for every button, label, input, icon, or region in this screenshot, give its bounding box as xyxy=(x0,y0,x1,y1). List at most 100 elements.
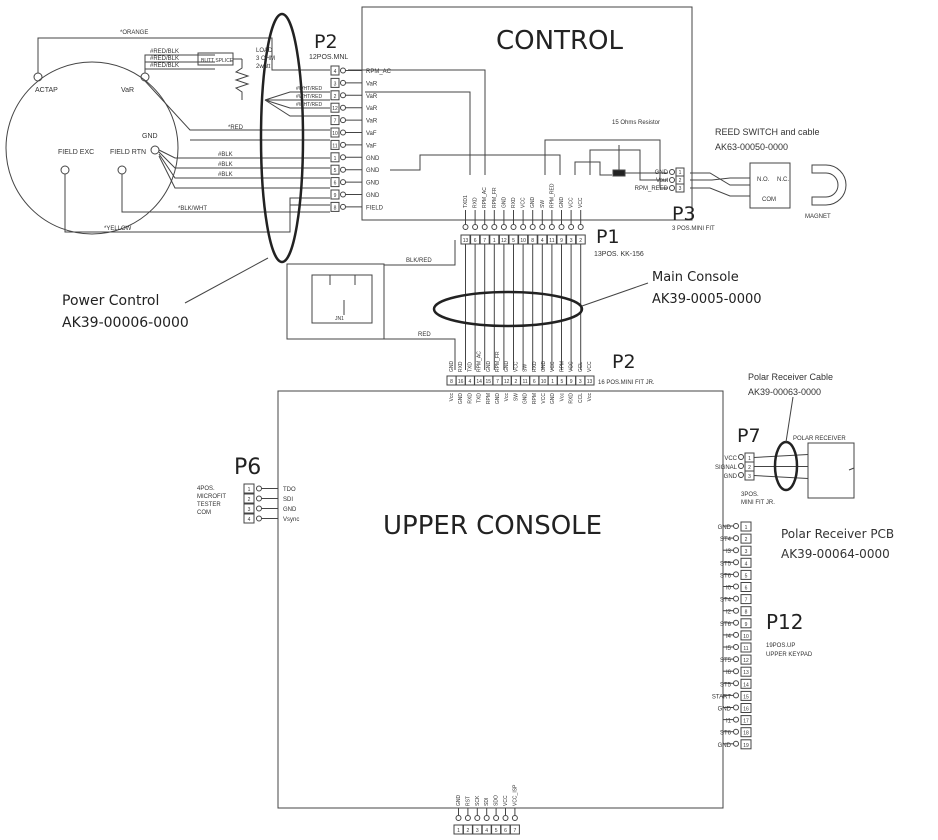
p3-desc: 3 POS.MINI FIT xyxy=(672,226,715,232)
upper-console-title: UPPER CONSOLE xyxy=(383,511,602,541)
relay-jn: JN1 xyxy=(335,316,344,322)
p12-pin-socket xyxy=(733,728,739,735)
p2-power-pin xyxy=(330,127,340,138)
p2-power-pin-label: GND xyxy=(366,168,380,174)
p12-pin-label: I3 xyxy=(726,549,732,555)
polar-pcb-line2: AK39-00064-0000 xyxy=(781,547,890,561)
p1-pin-num: 9 xyxy=(560,238,563,244)
wire-wht-red-3 xyxy=(264,99,330,109)
bottom-conn-pin-num: 1 xyxy=(457,828,460,834)
p3-pin-num: 1 xyxy=(679,170,682,176)
p2-power-pin xyxy=(330,189,340,200)
motor-gnd: GND xyxy=(142,133,158,140)
polar-receiver-tick xyxy=(848,467,855,471)
p2-console-pin-num: 7 xyxy=(496,379,499,385)
p6-desc-2: MICROFIT xyxy=(197,494,226,500)
wire-red xyxy=(144,80,330,131)
relay-wire-red xyxy=(384,338,456,370)
p1-pin-num: 8 xyxy=(531,238,534,244)
bottom-conn-label: SDI xyxy=(484,798,490,806)
p2-power-pin-socket xyxy=(340,92,346,99)
p1-pin-num: 4 xyxy=(541,238,544,244)
bottom-conn-socket xyxy=(455,815,462,821)
p12-pin-socket xyxy=(733,595,739,602)
power-control-ellipse xyxy=(259,12,305,264)
magnet-label: MAGNET xyxy=(805,214,831,220)
p2-console-pin-top: CCL xyxy=(578,362,584,372)
p2-console-pin-top: GND xyxy=(541,361,547,373)
p12-pin-num: 4 xyxy=(745,561,748,567)
polar-cable-line1: Polar Receiver Cable xyxy=(748,372,833,382)
p1-pin-signal: TXD1 xyxy=(463,195,469,208)
p12-name: P12 xyxy=(766,610,804,634)
p2-console-pin-top: VCC xyxy=(550,361,556,372)
p12-pin-label: ST5 xyxy=(720,561,732,567)
p2-console-pin-bottom: TXD xyxy=(477,393,483,403)
p2-power-pin-socket xyxy=(340,191,346,198)
main-console-line2: AK39-0005-0000 xyxy=(652,292,762,307)
power-control-line1: Power Control xyxy=(62,293,159,309)
bottom-conn-pin-num: 2 xyxy=(467,828,470,834)
p2-power-pin xyxy=(330,139,340,150)
ctrl-wire-gnd2 xyxy=(589,149,668,181)
p2-console-pin-num: 10 xyxy=(541,379,547,385)
p1-pin-socket xyxy=(577,224,584,230)
p12-pin xyxy=(740,533,752,544)
p2-power-pin-num: 11 xyxy=(332,143,337,149)
p1-pin-socket xyxy=(548,224,555,230)
wire-blk-2 xyxy=(158,151,330,169)
p2-power-pin-num: 1 xyxy=(334,156,337,162)
bottom-conn-pin-num: 4 xyxy=(485,828,488,834)
p2-console-pin-top: RXD xyxy=(458,361,464,372)
polar-receiver-box xyxy=(807,442,855,499)
p12-pin-socket xyxy=(733,607,739,614)
p2-console-pin-num: 13 xyxy=(587,379,593,385)
p12-pin-socket xyxy=(733,692,739,699)
wire-label-red-blk-2: #RED/BLK xyxy=(150,56,179,62)
p12-pin-label: ST6 xyxy=(720,573,732,579)
bottom-conn-label: SDO xyxy=(494,795,500,806)
p3-pin-label: RPM_REED xyxy=(635,186,669,192)
p2-power-pin xyxy=(330,102,340,113)
load-label-2: 3 OHM xyxy=(256,56,275,62)
p12-pin-label: I5 xyxy=(726,646,732,652)
main-console-line1: Main Console xyxy=(652,270,739,285)
p7-desc-1: 3POS. xyxy=(741,492,759,498)
p2-power-pin-label: VaR xyxy=(366,81,378,87)
p2-console-pin-top: RPM_FR xyxy=(495,351,501,372)
bottom-conn-label: GND xyxy=(456,795,462,807)
p7-pin-num: 1 xyxy=(748,456,751,462)
p12-pin-socket xyxy=(733,619,739,626)
p7-cable-wire xyxy=(753,475,809,479)
p12-pin-socket xyxy=(733,680,739,687)
p12-pin xyxy=(740,557,752,568)
p12-pin-socket xyxy=(733,523,739,529)
p12-pin-socket xyxy=(733,547,739,554)
p12-pin xyxy=(740,703,752,713)
wire-label-orange: *ORANGE xyxy=(120,30,148,36)
p6-pin xyxy=(243,493,255,504)
bottom-conn-pin-num: 7 xyxy=(514,828,517,834)
p2-console-pin-num: 11 xyxy=(522,379,527,385)
p1-pin-socket xyxy=(481,224,488,230)
p2-console-pin-bottom: GND xyxy=(550,393,556,405)
p12-pin-socket xyxy=(733,740,739,747)
ctrl-wire-var xyxy=(365,91,471,175)
p12-pin-socket xyxy=(733,704,739,711)
p6-pin-label: SDI xyxy=(283,497,293,503)
wire-blk-4 xyxy=(158,155,330,189)
p12-pin xyxy=(740,739,752,750)
bottom-conn-socket xyxy=(502,815,509,821)
wire-label-yellow: *YELLOW xyxy=(104,226,132,232)
p2-power-pin-label: GND xyxy=(366,193,380,199)
p12-pin-label: I0 xyxy=(726,586,732,592)
p1-pin-socket xyxy=(568,224,575,230)
p12-pin-socket xyxy=(733,583,739,590)
butt-splice-label: BUTT SPLICE xyxy=(201,58,234,64)
p2-power-pin-num: 2 xyxy=(334,94,337,100)
reed-no: N.O. xyxy=(757,177,770,183)
p7-pin-socket xyxy=(738,463,744,469)
p1-pin-signal: SW xyxy=(540,200,546,208)
p7-desc-2: MINI FIT JR. xyxy=(741,500,775,506)
bottom-conn-socket xyxy=(464,815,471,821)
